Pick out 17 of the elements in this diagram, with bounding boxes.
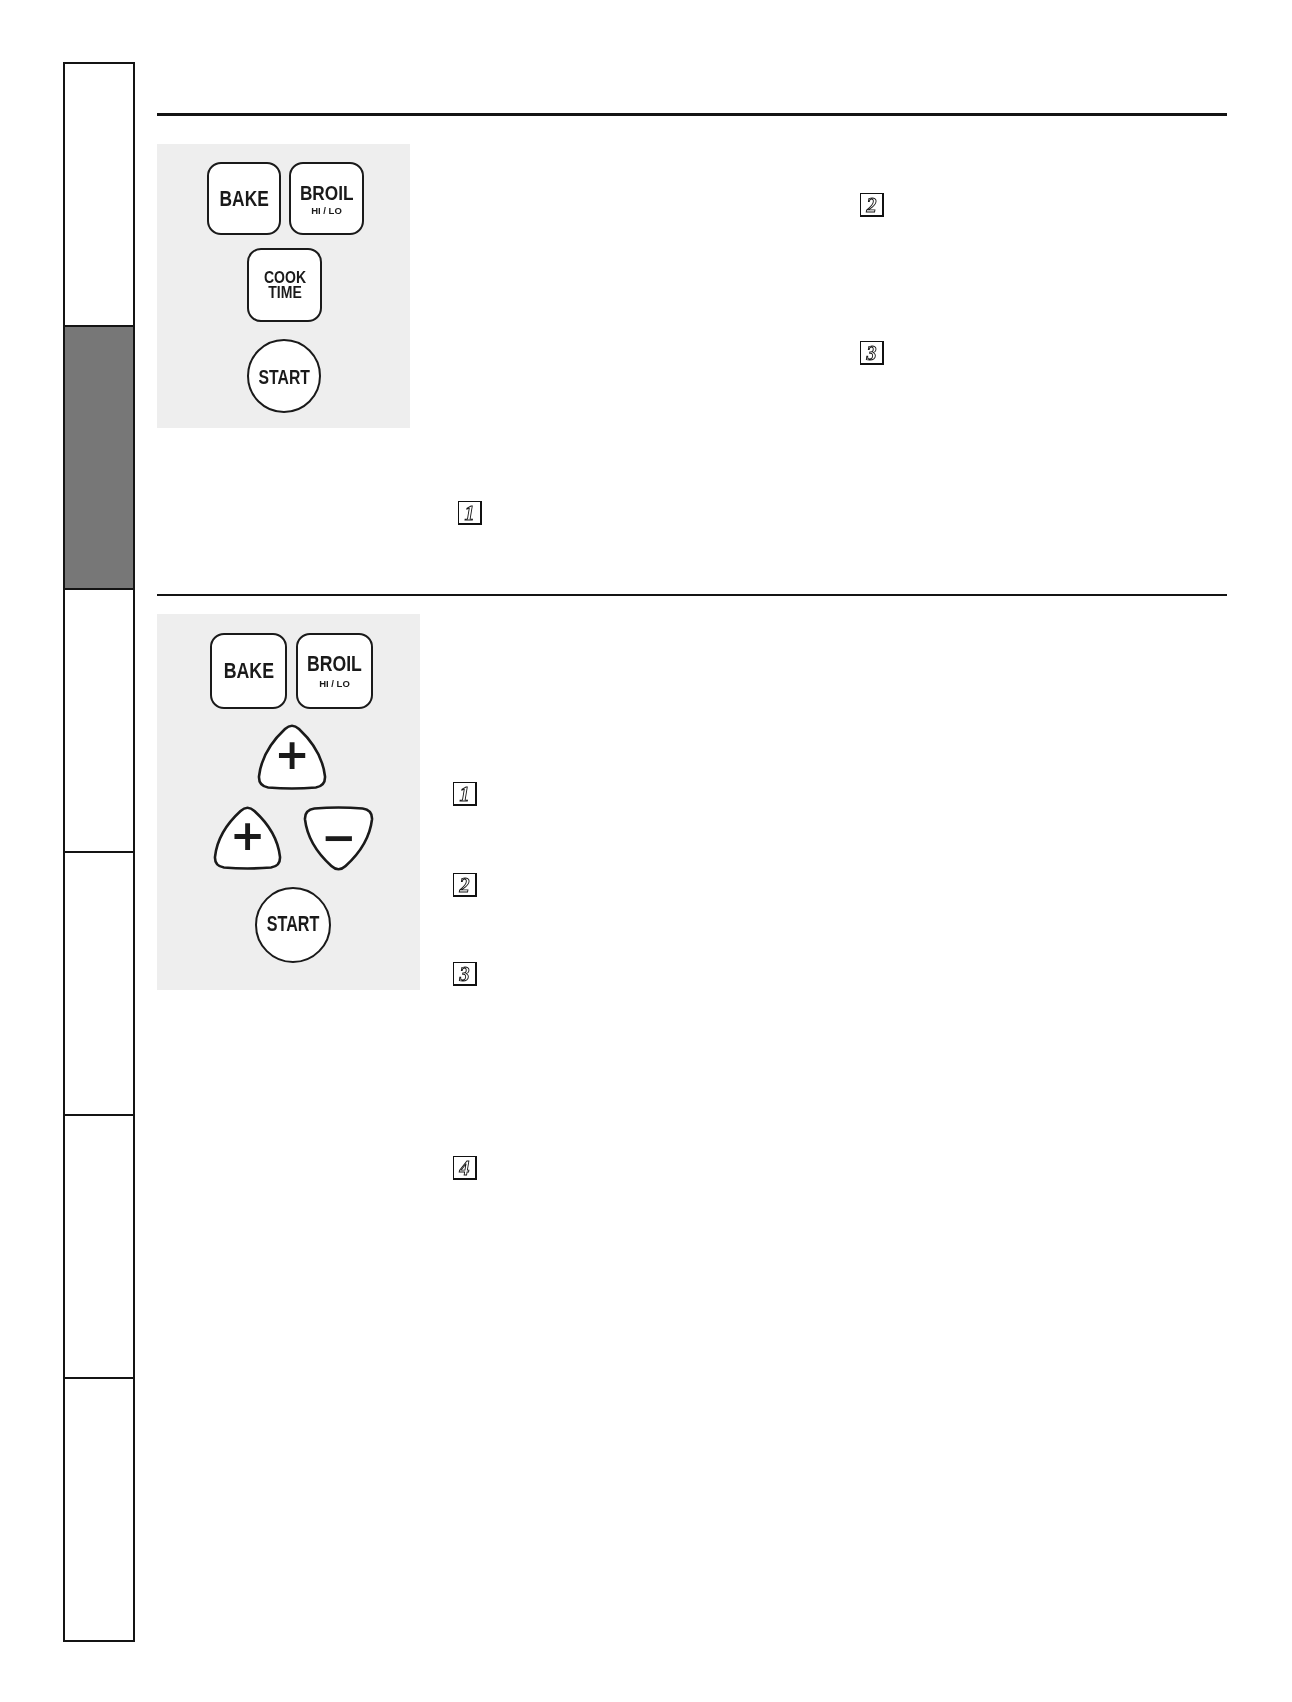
step-number: 3: [860, 341, 884, 365]
triangle-button: +: [257, 722, 327, 790]
triangle-button: +: [213, 804, 282, 870]
key-button: BROIL HI / LO: [296, 633, 373, 709]
step-number: 4: [453, 1156, 477, 1180]
key-button: COOK TIME: [247, 248, 322, 322]
key-button: BAKE: [210, 633, 287, 709]
triangle-button: −: [303, 806, 374, 873]
key-button: BAKE: [207, 162, 281, 235]
step-number: 1: [458, 501, 482, 525]
key-button: BROIL HI / LO: [289, 162, 364, 235]
control-panel: [157, 144, 410, 428]
control-panel: [157, 614, 420, 990]
step-number: 1: [453, 782, 477, 806]
round-button: START: [247, 339, 321, 413]
round-button: START: [255, 887, 331, 963]
step-number: 3: [453, 962, 477, 986]
